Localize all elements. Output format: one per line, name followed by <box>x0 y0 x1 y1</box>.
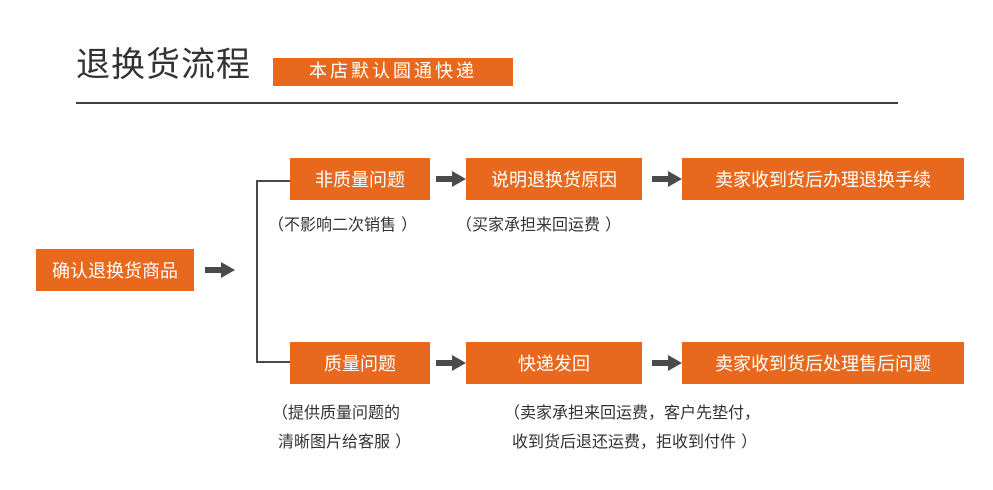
branch-connector-vertical <box>256 180 258 363</box>
branch-connector-bottom <box>256 361 290 363</box>
arrow-right-icon <box>652 171 682 187</box>
header-divider <box>76 102 898 104</box>
top-note-2: （买家承担来回运费 ） <box>456 215 622 234</box>
top-step-1-box: 非质量问题 <box>290 158 430 200</box>
bottom-step-3-box: 卖家收到货后处理售后问题 <box>682 342 964 384</box>
arrow-right-icon <box>436 171 466 187</box>
branch-connector-top <box>256 180 290 182</box>
top-step-2-box: 说明退换货原因 <box>466 158 642 200</box>
bottom-note-2-line-2: 收到货后退还运费，拒收到付件 ） <box>512 432 758 451</box>
page-title: 退换货流程 <box>76 45 251 85</box>
bottom-note-1-line-1: （提供质量问题的 <box>272 403 401 422</box>
bottom-note-1-line-2: 清晰图片给客服 ） <box>278 432 412 451</box>
start-box: 确认退换货商品 <box>36 249 194 291</box>
arrow-right-icon <box>652 355 682 371</box>
top-note-1: （不影响二次销售 ） <box>268 215 418 234</box>
bottom-step-2-box: 快递发回 <box>466 342 642 384</box>
top-step-3-box: 卖家收到货后办理退换手续 <box>682 158 964 200</box>
arrow-right-icon <box>436 355 466 371</box>
courier-badge: 本店默认圆通快递 <box>273 58 513 86</box>
bottom-note-2-line-1: （卖家承担来回运费，客户先垫付， <box>504 403 761 422</box>
arrow-right-icon <box>205 262 235 278</box>
bottom-step-1-box: 质量问题 <box>290 342 430 384</box>
